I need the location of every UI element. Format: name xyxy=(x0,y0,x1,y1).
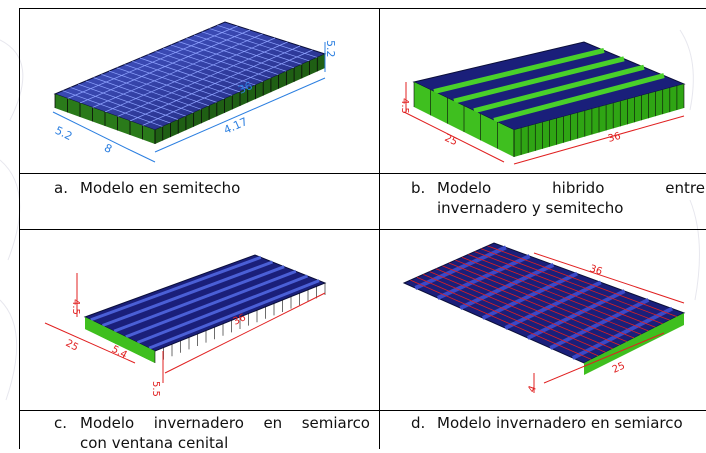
dim-label: 25 xyxy=(443,133,459,148)
dim-label: 5.2 xyxy=(324,40,337,58)
structure-line xyxy=(101,260,274,327)
caption-letter: c. xyxy=(54,414,68,432)
structure-line xyxy=(435,268,620,346)
greenhouse-model-b-image: 4.5 25 36 xyxy=(399,41,686,165)
structure-line xyxy=(117,41,288,117)
dim-label: 25 xyxy=(64,338,80,354)
structure-line xyxy=(453,56,625,104)
greenhouse-model-c-image: 4.5 25 5.4 36 5.5 xyxy=(44,254,327,397)
structure-line xyxy=(493,73,665,123)
structure-line xyxy=(461,256,649,332)
caption-d: d. Modelo invernadero en semiarco xyxy=(411,413,706,433)
table-border-left xyxy=(19,8,20,449)
dim-label: 36 xyxy=(231,312,247,327)
caption-a: a. Modelo en semitecho xyxy=(54,178,354,198)
dim-label: 4 xyxy=(526,384,539,394)
caption-letter: b. xyxy=(411,179,426,197)
arch-shape xyxy=(143,350,155,363)
table-divider xyxy=(19,229,706,230)
structure-line xyxy=(487,245,677,317)
structure-line xyxy=(474,251,663,325)
dim-label: 4.17 xyxy=(222,115,250,137)
dim-label: 36 xyxy=(588,263,604,277)
arch-shape xyxy=(96,328,109,341)
structure-line xyxy=(129,45,301,122)
caption-text: Modelo invernadero en semiarco xyxy=(80,414,370,432)
structure-line xyxy=(142,49,313,126)
dim-label: 25 xyxy=(611,361,627,376)
structure-line xyxy=(67,25,238,99)
caption-c: c. Modelo invernadero en semiarco con ven… xyxy=(54,413,376,453)
table-divider xyxy=(19,173,706,174)
structure-line xyxy=(79,29,251,104)
caption-text: Modelo hibrido entre xyxy=(437,179,705,197)
structure-line xyxy=(148,279,320,350)
structure-line xyxy=(113,265,285,333)
structure-line xyxy=(429,271,613,350)
greenhouse-model-d-image: 36 25 4 xyxy=(402,242,686,394)
structure-line xyxy=(92,33,263,108)
structure-line xyxy=(433,47,605,95)
dim-label: 36 xyxy=(607,131,622,145)
table-border-top xyxy=(19,8,706,9)
dim-label: 8 xyxy=(102,141,114,156)
structure-line xyxy=(136,274,309,344)
arch-shape xyxy=(120,339,132,352)
dim-label: 5.2 xyxy=(53,124,74,143)
dim-label: 4.5 xyxy=(70,299,81,315)
dim-label: 5.5 xyxy=(150,381,161,397)
structure-line xyxy=(481,248,670,321)
structure-line xyxy=(125,269,297,339)
structure-line xyxy=(416,276,599,357)
caption-b: b. Modelo hibrido entre invernadero y sem… xyxy=(411,178,706,218)
structure-line xyxy=(90,255,262,322)
table-column-divider xyxy=(379,8,380,449)
caption-letter: d. xyxy=(411,414,426,432)
caption-text-line2: invernadero y semitecho xyxy=(437,199,624,217)
structure-line xyxy=(104,37,276,113)
structure-line xyxy=(423,274,606,353)
greenhouse-model-a-image: 5.2 8 4.17 36 5.2 xyxy=(52,21,337,163)
dim-label: 36 xyxy=(236,79,254,97)
arch-shape xyxy=(85,322,97,335)
caption-letter: a. xyxy=(54,179,68,197)
caption-text: Modelo en semitecho xyxy=(80,179,241,197)
structure-line xyxy=(468,254,656,328)
caption-text: Modelo invernadero en semiarco xyxy=(437,414,683,432)
arch-shape xyxy=(108,333,120,346)
structure-line xyxy=(455,259,642,335)
table-divider xyxy=(19,410,706,411)
arch-shape xyxy=(131,345,144,358)
structure-line xyxy=(473,64,645,114)
structure-line xyxy=(442,265,628,342)
structure-line xyxy=(410,279,592,360)
caption-text-line2: con ventana cenital xyxy=(80,434,229,452)
structure-line xyxy=(448,262,635,339)
dim-label: 4.5 xyxy=(399,98,410,114)
